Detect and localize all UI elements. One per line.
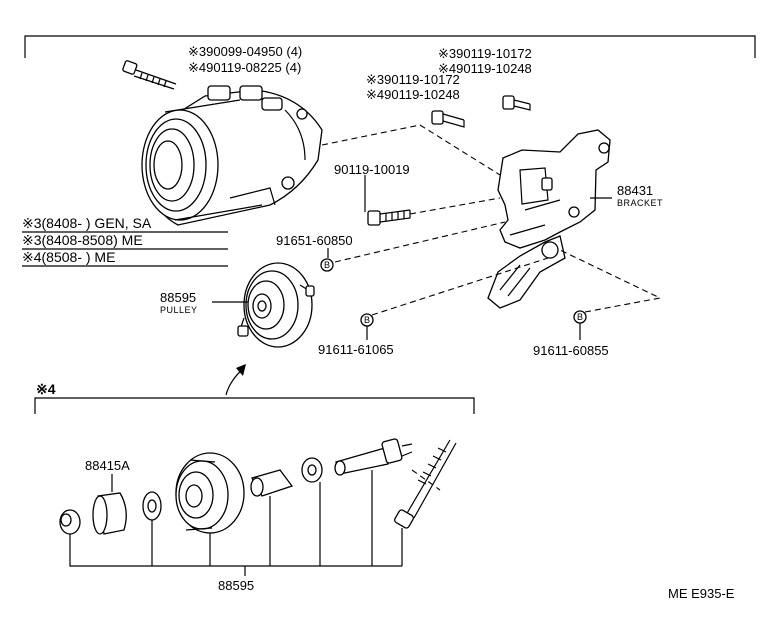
pulley [237, 262, 315, 348]
circle-b-1: B [320, 258, 334, 272]
sub-parts [59, 438, 457, 535]
bracket [487, 129, 611, 309]
sub-group-frame [34, 397, 475, 414]
circle-b-3: B [573, 310, 587, 324]
label-bolt-r2: ※490119-10248 [438, 61, 532, 76]
label-bracket-name: BRACKET [617, 198, 663, 208]
label-pulley-no: 88595 [160, 290, 196, 305]
note-line-2: ※3(8408-8508) ME [22, 232, 143, 248]
note-line-3: ※4(8508- ) ME [22, 249, 115, 265]
label-bolt-r1: ※390119-10172 [438, 46, 532, 61]
label-bracket-no: 88431 [617, 183, 653, 198]
bolt-center [367, 209, 411, 226]
compressor [141, 85, 323, 226]
label-nut-1: 91651-60850 [276, 233, 353, 248]
arrow-head [236, 364, 246, 376]
bolt-middle [431, 110, 465, 128]
svg-text:B: B [577, 312, 584, 322]
svg-text:B: B [364, 315, 371, 325]
label-top-bolt-2: ※490119-08225 (4) [188, 60, 301, 75]
bolt-top [122, 60, 177, 90]
label-top-bolt-1: ※390099-04950 (4) [188, 44, 302, 59]
leader-lines [212, 175, 612, 340]
circle-b-2: B [360, 313, 374, 327]
label-bolt-center: 90119-10019 [334, 162, 410, 177]
dashed-leaders [321, 124, 662, 316]
label-bolt-m1: ※390119-10172 [366, 72, 460, 87]
label-nut-2: 91611-61065 [318, 342, 394, 357]
label-nut-3: 91611-60855 [533, 343, 609, 358]
svg-text:B: B [324, 260, 331, 270]
bolt-right [502, 95, 531, 111]
sub-assembly-bracket [69, 470, 403, 576]
label-sub-assembly: 88595 [218, 578, 254, 593]
label-sub-part: 88415A [85, 458, 130, 473]
figure-code: ME E935-E [668, 586, 735, 601]
label-group-4: ※4 [36, 381, 56, 397]
label-bolt-m2: ※490119-10248 [366, 87, 460, 102]
note-line-1: ※3(8408- ) GEN, SA [22, 215, 152, 231]
top-frame [24, 35, 756, 58]
label-pulley-name: PULLEY [160, 305, 198, 315]
